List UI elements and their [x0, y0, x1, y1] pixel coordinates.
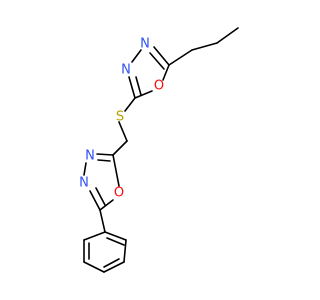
atom-n2: N	[121, 63, 131, 78]
molecule-canvas: N N O S N N O	[79, 27, 239, 273]
phenyl-bond-1-inner	[106, 237, 125, 246]
atom-s: S	[116, 110, 124, 125]
bond-propyl-2	[191, 42, 218, 51]
atom-labels: N N O S N N O	[79, 37, 164, 201]
atom-n3: N	[85, 149, 95, 164]
phenyl-bond-6	[83, 231, 106, 241]
phenyl-bond-4	[83, 261, 105, 273]
bond-c2b-n3-double	[97, 159, 111, 162]
bond-n1-n2	[131, 49, 142, 63]
bond-o2-c2b	[112, 154, 120, 187]
bond-layer	[83, 27, 239, 273]
atom-o1: O	[154, 79, 164, 94]
bond-propyl-3	[216, 27, 239, 44]
bond-o1-c5	[162, 64, 170, 81]
atom-n1: N	[140, 37, 150, 52]
atom-o2: O	[114, 186, 124, 201]
bond-propyl-1	[168, 49, 193, 66]
phenyl-bond-3-inner	[103, 258, 120, 268]
atom-n4: N	[79, 176, 89, 191]
phenyl-bond-3	[103, 261, 125, 273]
bond-c5-n1	[153, 46, 170, 66]
bond-n2-c2-double	[135, 76, 142, 96]
bond-c5b-phenyl	[99, 209, 106, 233]
bond-n4-c5b	[89, 190, 101, 211]
bond-ch2-c2b	[112, 140, 128, 156]
bond-c5-n1-double	[149, 52, 165, 70]
bond-n4-c5b-double	[95, 187, 106, 206]
bond-c2b-n3	[96, 153, 114, 156]
bond-n2-c2	[128, 76, 136, 99]
bond-c5b-o2	[99, 199, 114, 211]
phenyl-bond-2	[123, 239, 127, 263]
structure-diagram: N N O S N N O	[79, 27, 239, 273]
bond-c2-s	[124, 97, 136, 112]
bond-c2-o1	[134, 90, 153, 99]
bond-s-ch2	[118, 121, 128, 142]
phenyl-bond-1	[104, 231, 127, 241]
bond-n3-n4	[83, 162, 87, 176]
